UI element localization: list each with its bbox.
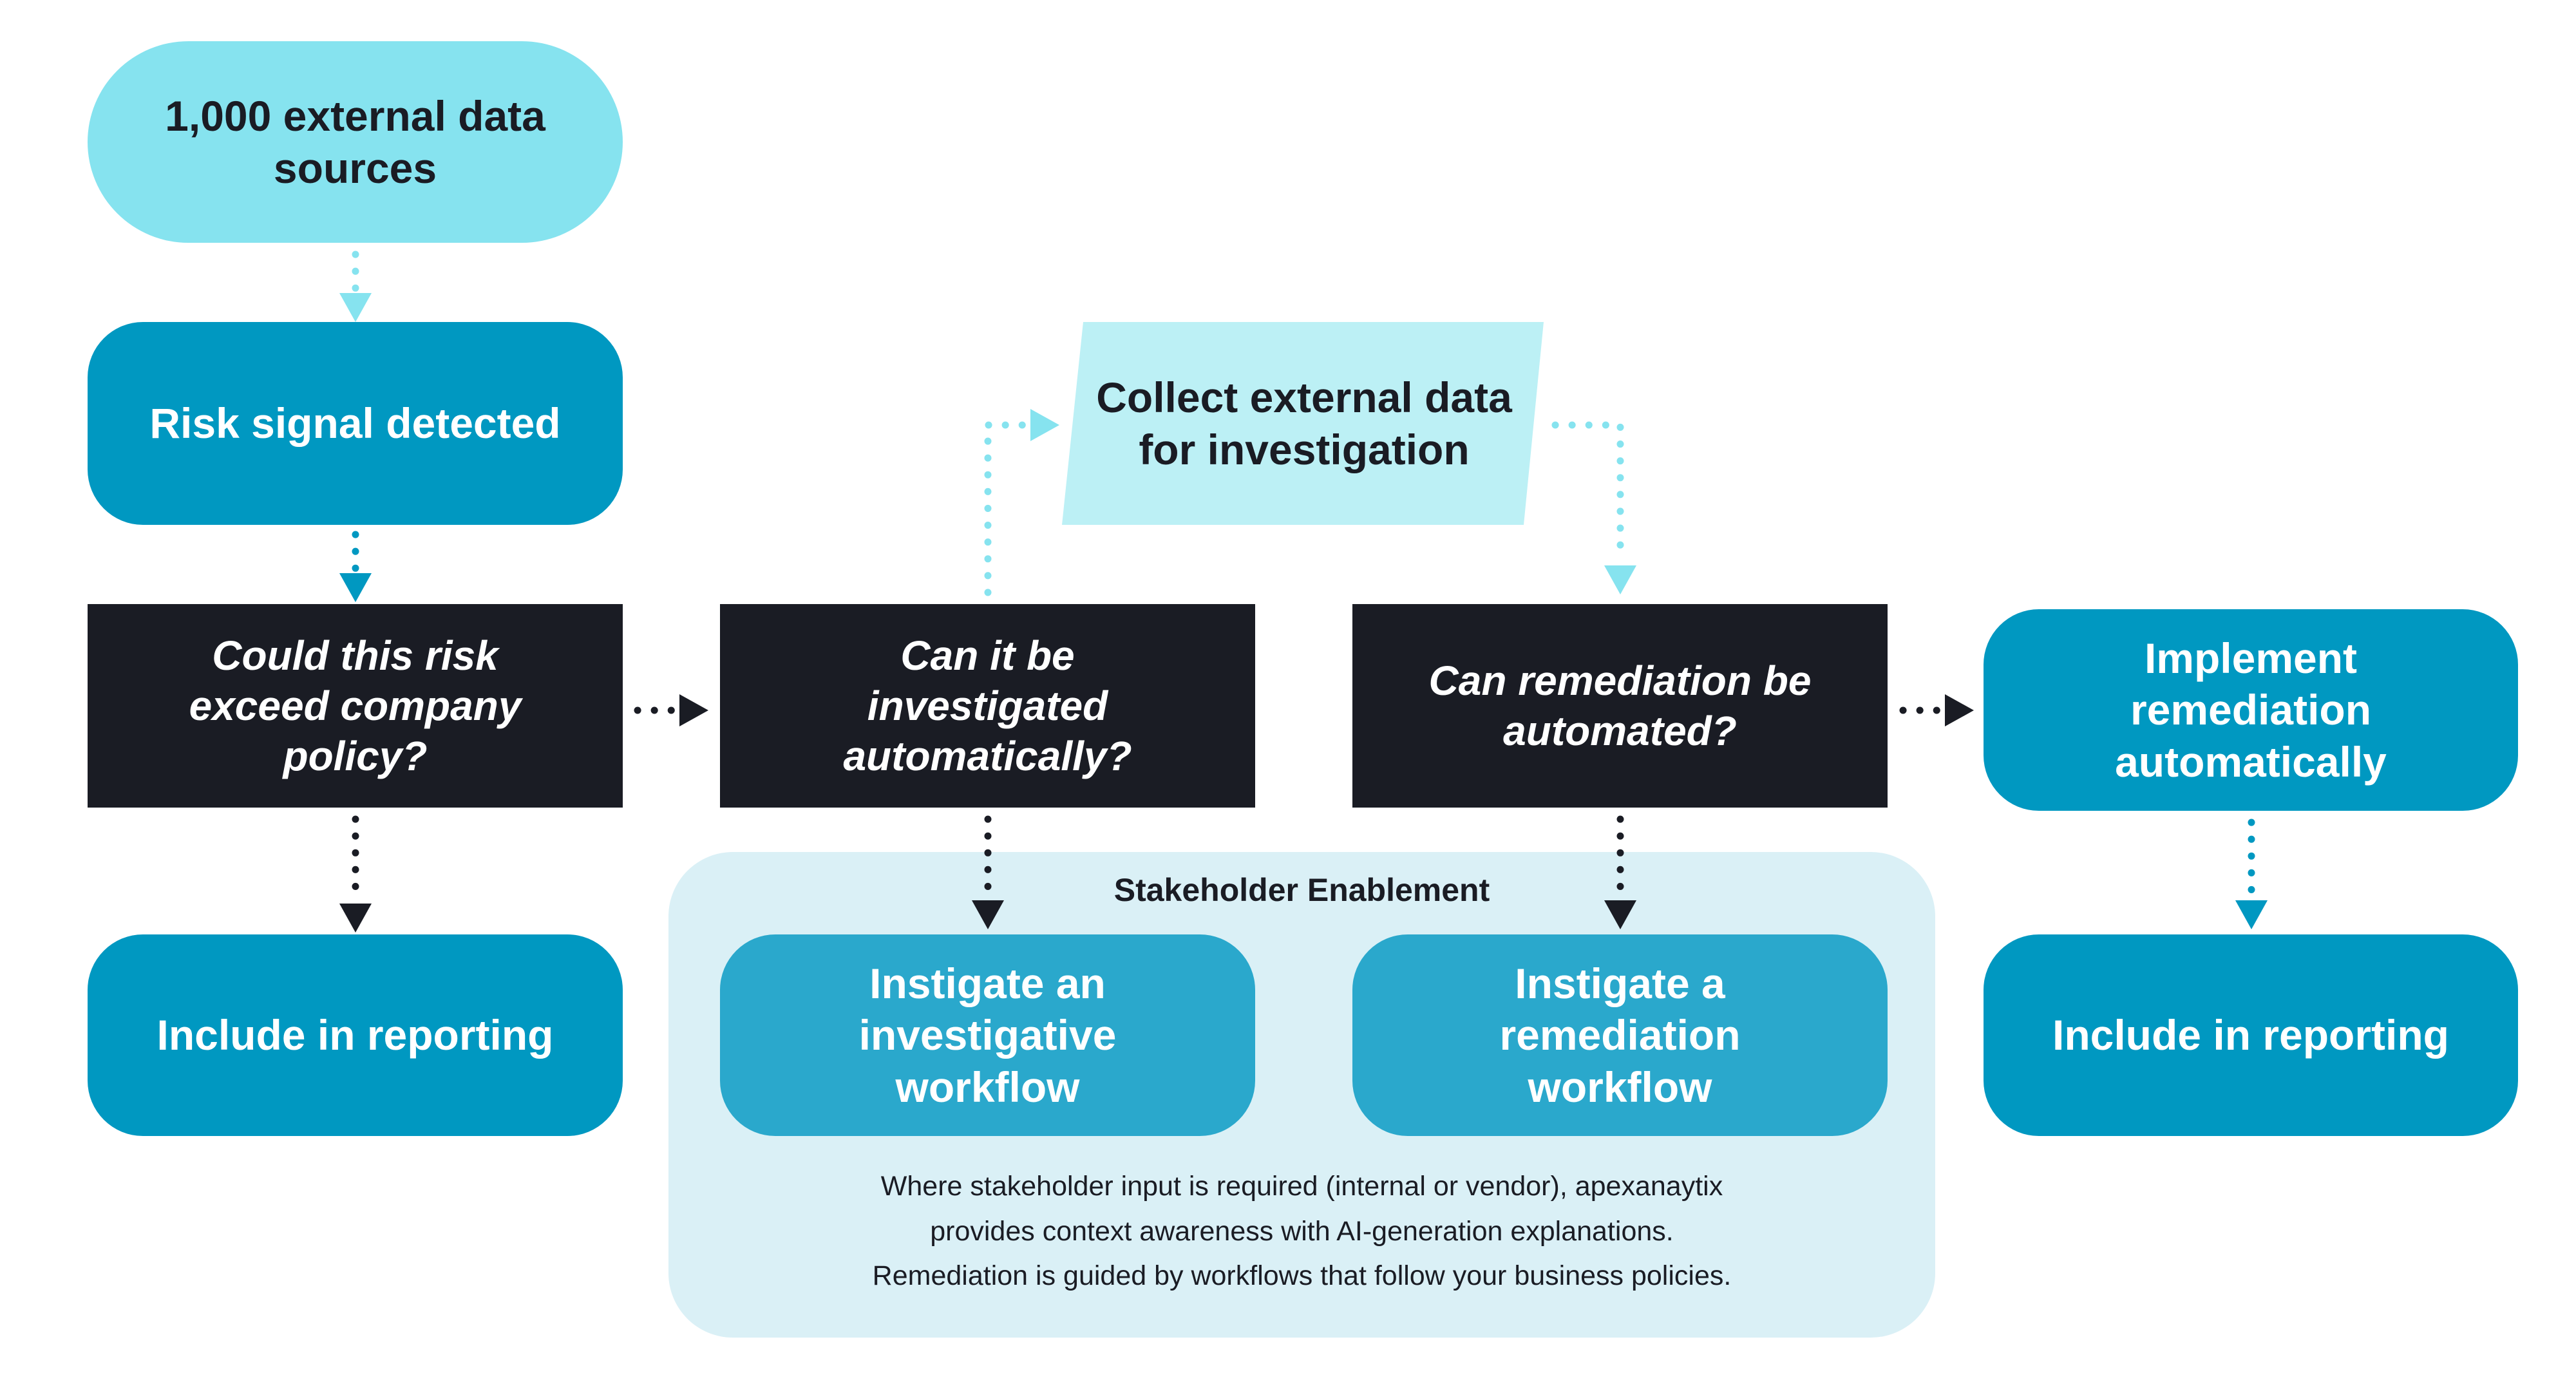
node-investigative-workflow: Instigate an investigative workflow xyxy=(720,934,1255,1136)
node-label: Implement remediation automatically xyxy=(2115,634,2387,786)
arrowhead-down-icon xyxy=(1604,565,1636,594)
node-label: Include in reporting xyxy=(156,1011,554,1059)
node-label: Can it be investigated automatically? xyxy=(843,632,1132,780)
arrowhead-down-icon xyxy=(339,293,372,322)
panel-description-line: Where stakeholder input is required (int… xyxy=(880,1171,1723,1202)
node-label: 1,000 external data sources xyxy=(165,91,545,192)
arrowhead-right-icon xyxy=(1030,409,1059,441)
node-label: Risk signal detected xyxy=(149,399,561,448)
node-include-reporting-right: Include in reporting xyxy=(1984,934,2518,1136)
node-label: Can remediation be automated? xyxy=(1428,657,1812,754)
node-label: Include in reporting xyxy=(2052,1011,2449,1059)
node-risk-signal: Risk signal detected xyxy=(88,322,623,525)
decision-investigate-automatically: Can it be investigated automatically? xyxy=(720,604,1255,808)
panel-description-line: Remediation is guided by workflows that … xyxy=(872,1260,1732,1292)
panel-description: Where stakeholder input is required (int… xyxy=(668,1164,1935,1299)
panel-title: Stakeholder Enablement xyxy=(1113,872,1490,908)
node-implement-remediation: Implement remediation automatically xyxy=(1984,609,2518,811)
decision-exceed-policy: Could this risk exceed company policy? xyxy=(88,604,623,808)
node-label: Could this risk exceed company policy? xyxy=(189,632,522,780)
node-label: Collect external data for investigation xyxy=(1096,373,1512,473)
node-label: Instigate a remediation workflow xyxy=(1499,959,1741,1111)
arrowhead-right-icon xyxy=(679,694,708,726)
arrowhead-down-icon xyxy=(339,573,372,602)
arrowhead-down-icon xyxy=(2235,900,2268,929)
decision-remediation-automated: Can remediation be automated? xyxy=(1352,604,1888,808)
node-include-reporting-left: Include in reporting xyxy=(88,934,623,1136)
node-collect-data: Collect external data for investigation xyxy=(1095,322,1513,525)
edge-collect-remediate xyxy=(1551,421,1624,558)
edge-investigate-collect xyxy=(984,421,1028,596)
node-label: Instigate an investigative workflow xyxy=(858,959,1117,1111)
arrowhead-right-icon xyxy=(1945,694,1974,726)
node-external-sources: 1,000 external data sources xyxy=(88,41,623,243)
arrowhead-down-icon xyxy=(339,904,372,933)
node-remediation-workflow: Instigate a remediation workflow xyxy=(1352,934,1888,1136)
panel-description-line: provides context awareness with AI-gener… xyxy=(930,1215,1674,1247)
